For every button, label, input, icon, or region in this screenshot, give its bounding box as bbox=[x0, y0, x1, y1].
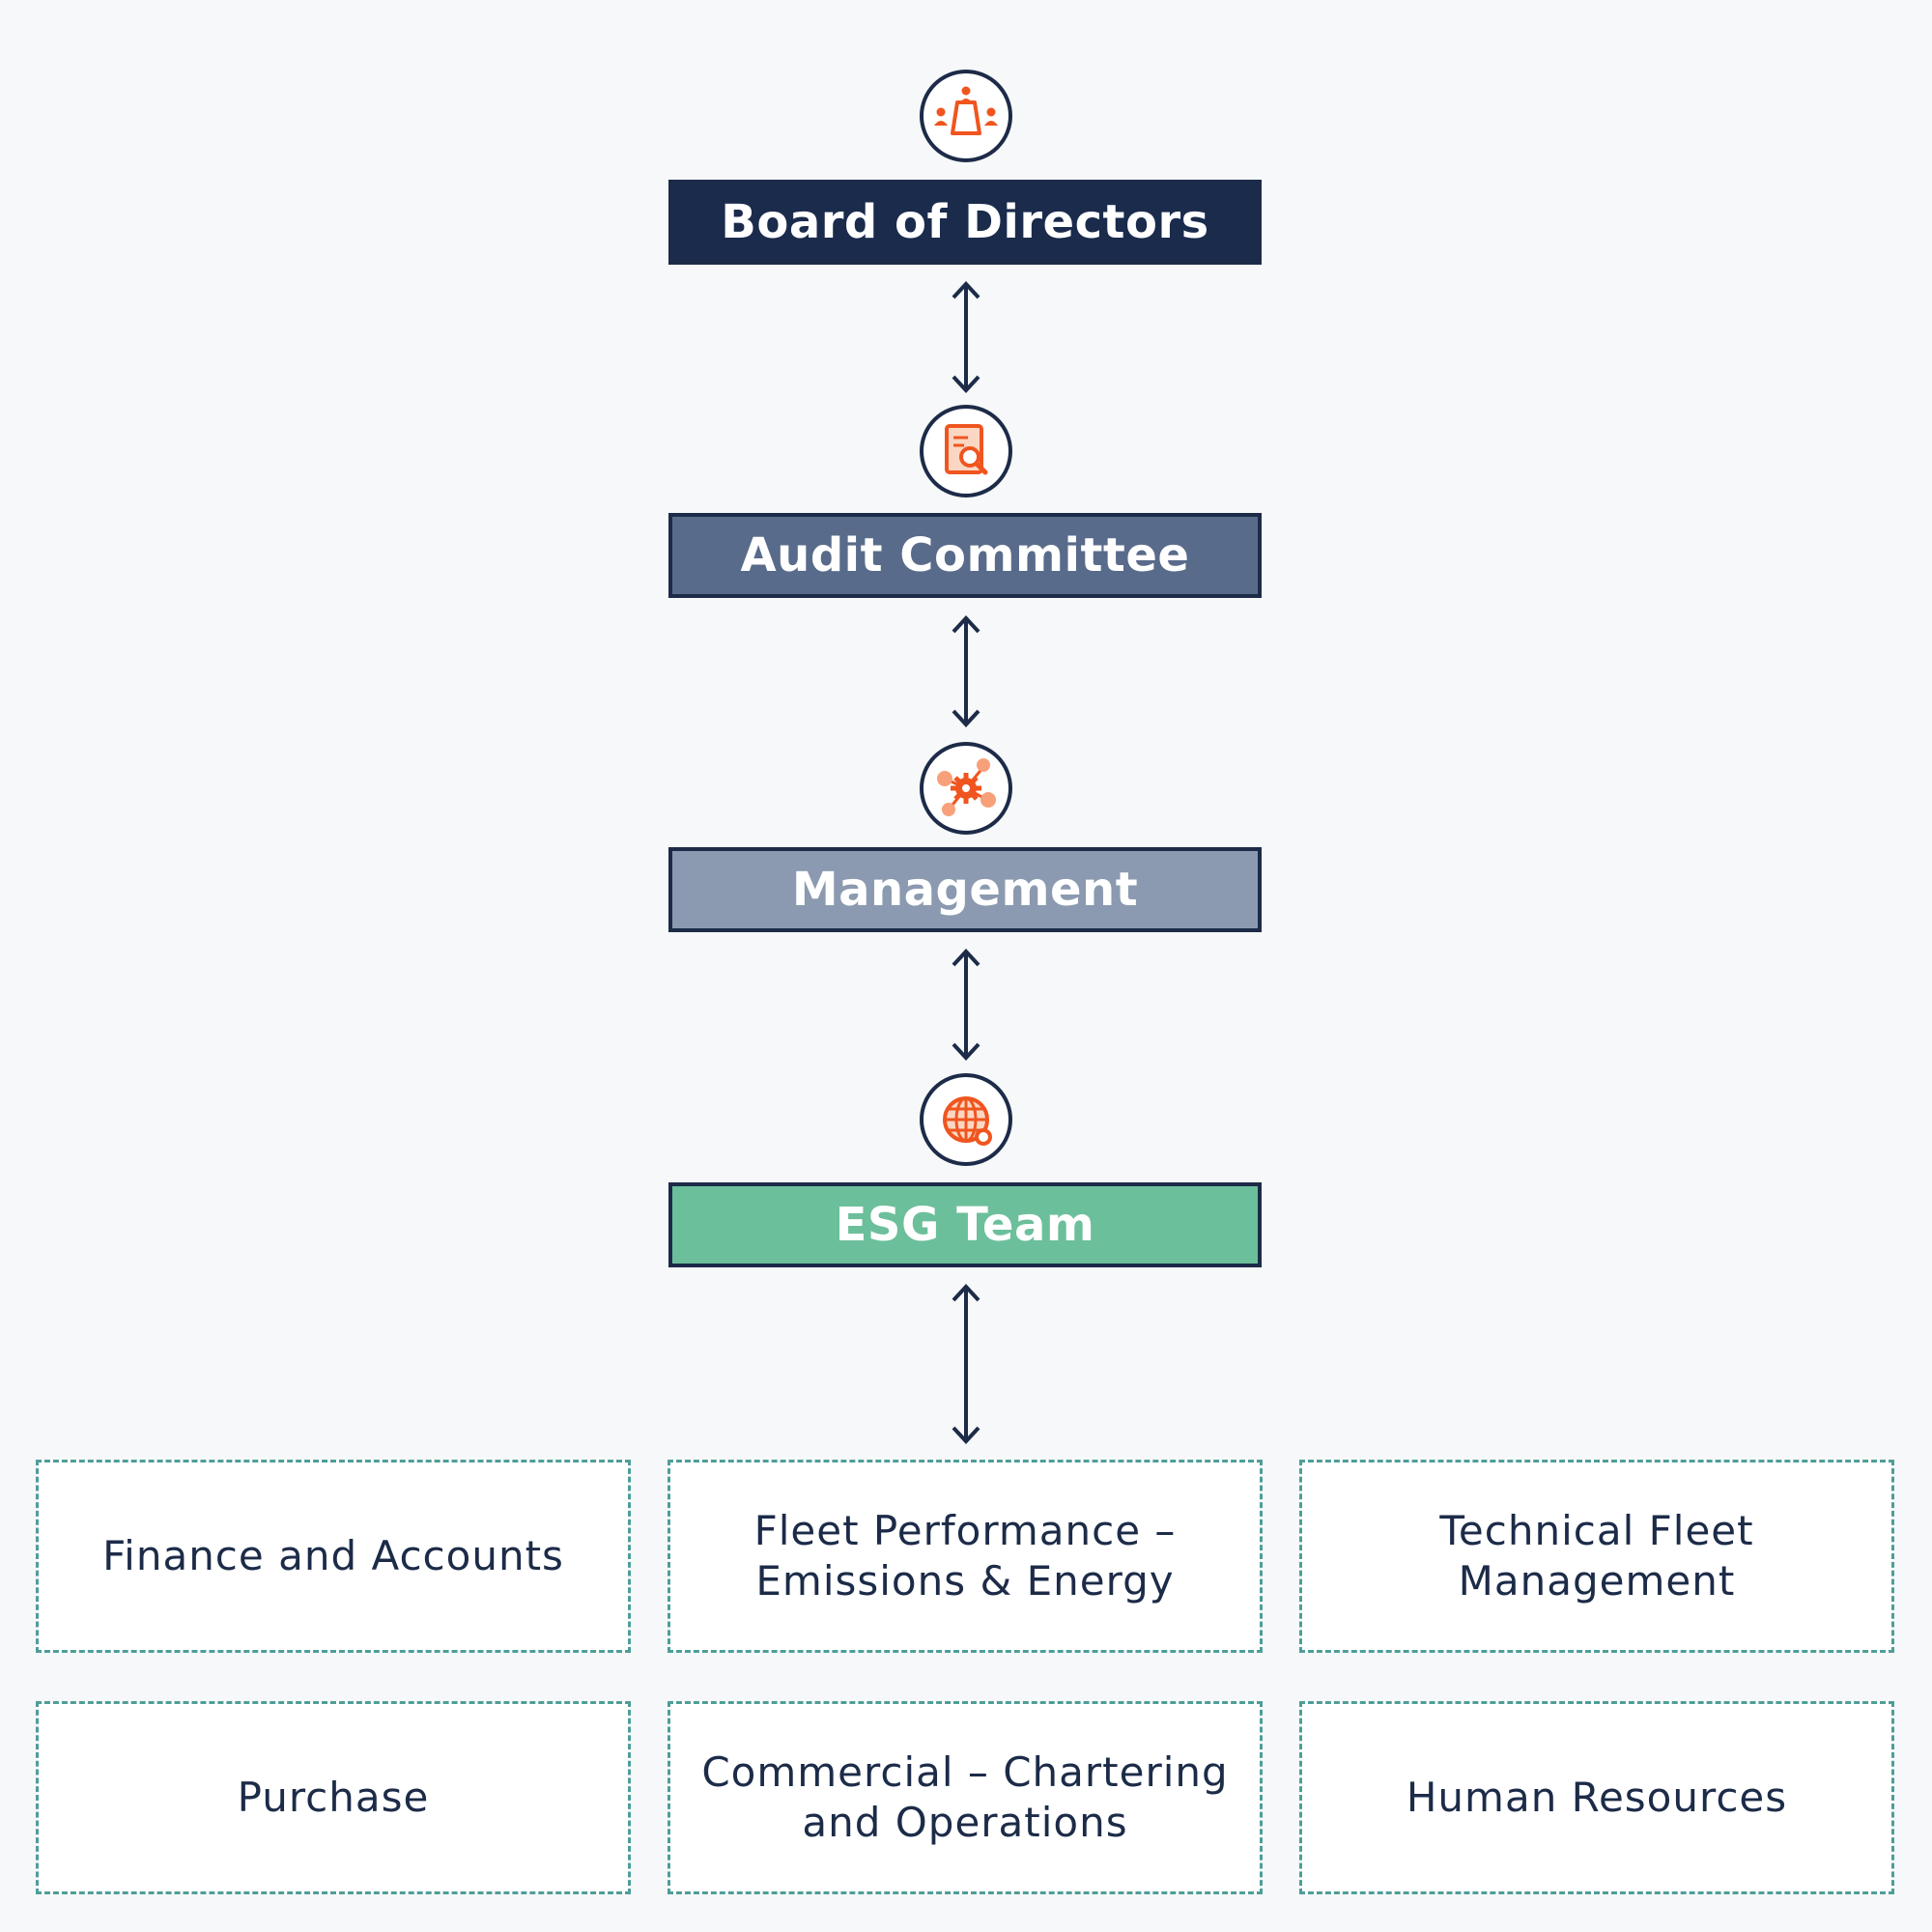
bidirectional-arrow bbox=[952, 949, 980, 1061]
board-icon-badge bbox=[920, 70, 1012, 162]
dept-label: Technical Fleet Management bbox=[1439, 1507, 1754, 1605]
dept-human-resources: Human Resources bbox=[1299, 1701, 1894, 1894]
bidirectional-arrow bbox=[952, 1284, 980, 1444]
meeting-table-icon bbox=[934, 86, 998, 135]
gear-network-icon bbox=[937, 758, 996, 816]
bidirectional-arrow bbox=[952, 281, 980, 393]
level-esg-team: ESG Team bbox=[668, 1182, 1262, 1267]
level-audit-committee: Audit Committee bbox=[668, 513, 1262, 598]
level-label: Audit Committee bbox=[740, 528, 1190, 582]
esg-icon-badge bbox=[920, 1073, 1012, 1166]
level-board-of-directors: Board of Directors bbox=[668, 180, 1262, 265]
level-management: Management bbox=[668, 847, 1262, 932]
dept-label: Finance and Accounts bbox=[102, 1532, 564, 1579]
dept-label: Purchase bbox=[237, 1774, 430, 1821]
dept-purchase: Purchase bbox=[36, 1701, 631, 1894]
dept-label: Commercial – Chartering and Operations bbox=[701, 1748, 1229, 1846]
audit-icon-badge bbox=[920, 405, 1012, 497]
dept-technical-fleet-management: Technical Fleet Management bbox=[1299, 1460, 1894, 1653]
document-search-icon bbox=[945, 424, 988, 475]
dept-finance-and-accounts: Finance and Accounts bbox=[36, 1460, 631, 1653]
dept-label: Human Resources bbox=[1406, 1774, 1788, 1821]
globe-icon bbox=[943, 1096, 992, 1146]
dept-label: Fleet Performance – Emissions & Energy bbox=[753, 1507, 1177, 1605]
level-label: ESG Team bbox=[835, 1198, 1095, 1252]
bidirectional-arrow bbox=[952, 615, 980, 727]
management-icon-badge bbox=[920, 742, 1012, 835]
dept-commercial-chartering: Commercial – Chartering and Operations bbox=[668, 1701, 1263, 1894]
level-label: Management bbox=[791, 863, 1139, 917]
dept-fleet-performance: Fleet Performance – Emissions & Energy bbox=[668, 1460, 1263, 1653]
level-label: Board of Directors bbox=[721, 195, 1209, 249]
